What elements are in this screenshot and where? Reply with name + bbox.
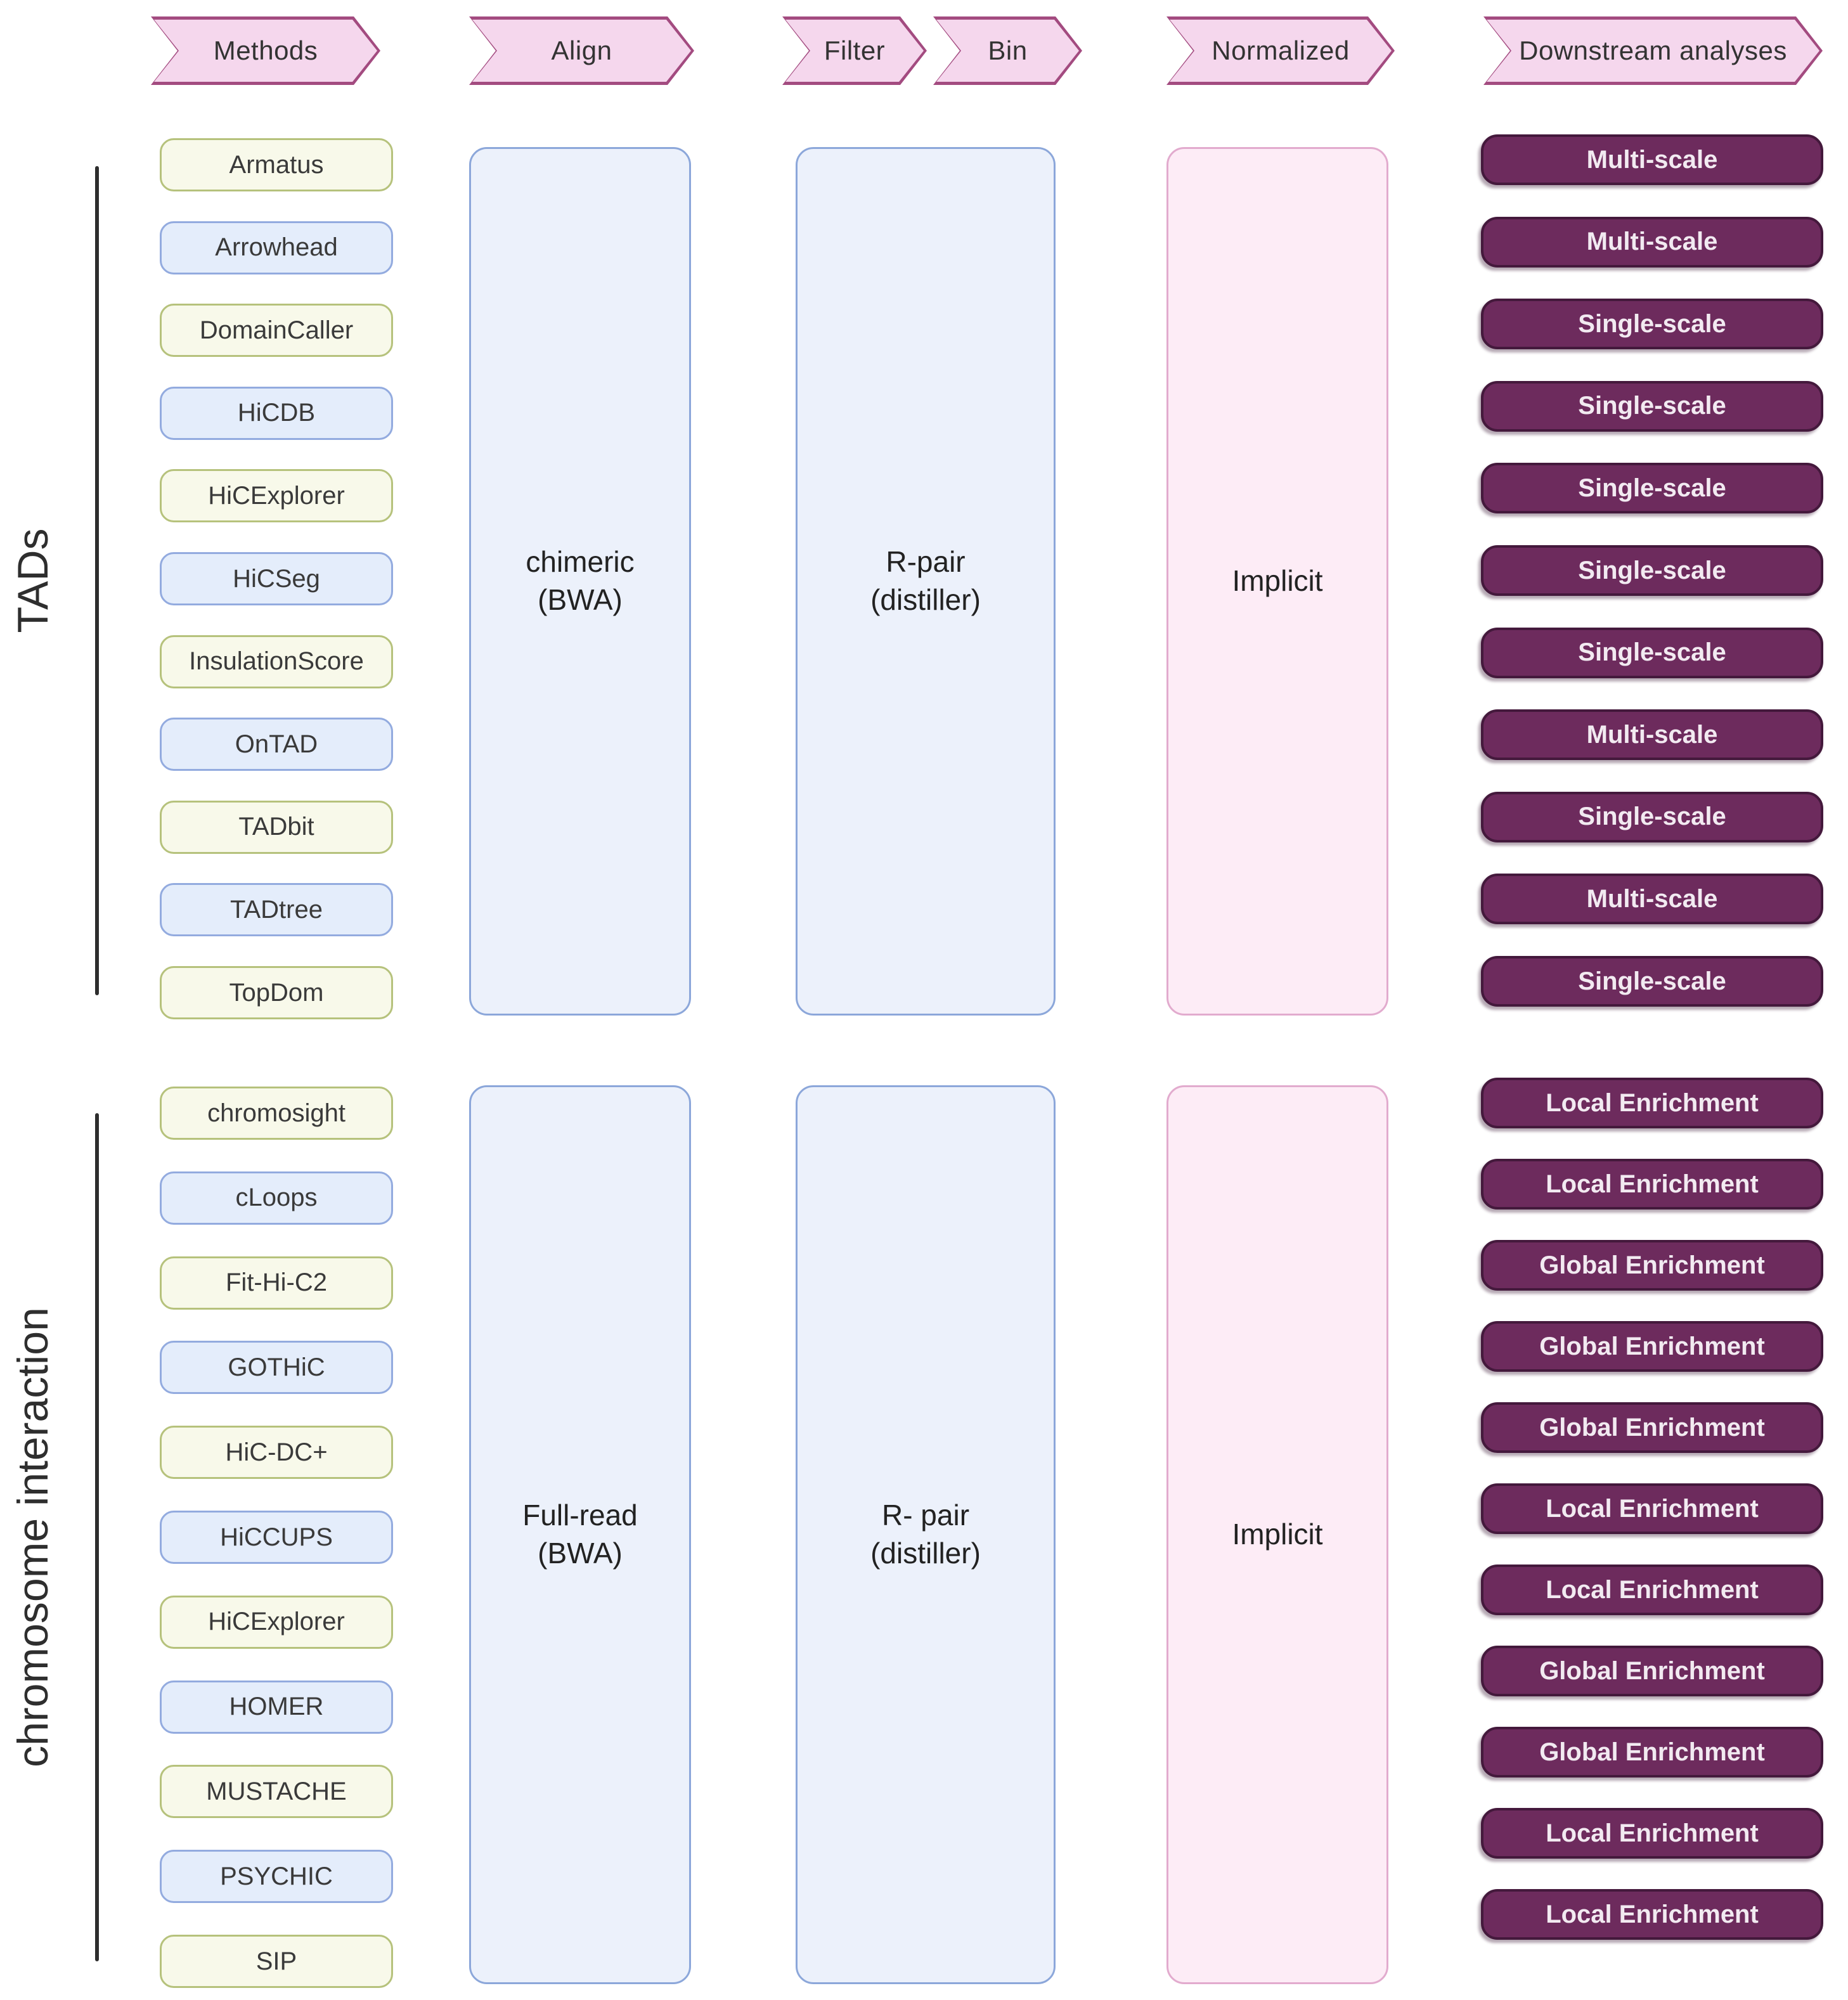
method-pill-hic-dc: HiC-DC+ <box>160 1426 393 1480</box>
method-pill-hicexplorer: HiCExplorer <box>160 1595 393 1649</box>
method-pill-hicexplorer: HiCExplorer <box>160 469 393 523</box>
step-arrow-bin: Bin <box>933 16 1082 85</box>
analysis-pill-fit-hi-c2: Global Enrichment <box>1481 1240 1823 1291</box>
step-label-filter: Filter <box>824 35 886 65</box>
step-arrow-methods: Methods <box>151 16 380 85</box>
method-pill-domaincaller: DomainCaller <box>160 304 393 358</box>
filter-bin-box-tads: R-pair (distiller) <box>796 147 1056 1016</box>
arrow-chevron-fill <box>1487 20 1819 82</box>
arrow-chevron-fill <box>154 20 377 82</box>
method-pill-homer: HOMER <box>160 1680 393 1734</box>
analysis-pill-cloops: Local Enrichment <box>1481 1159 1823 1210</box>
arrow-chevron-fill <box>472 20 691 82</box>
align-box-tads: chimeric (BWA) <box>469 147 691 1016</box>
analysis-pill-hic-dc: Global Enrichment <box>1481 1402 1823 1453</box>
align-box-chromosome-line2: (BWA) <box>538 1537 623 1570</box>
step-label-downstream-analyses: Downstream analyses <box>1519 35 1787 65</box>
analysis-pill-insulationscore: Single-scale <box>1481 627 1823 678</box>
step-label-bin: Bin <box>988 35 1028 65</box>
method-pill-tadbit: TADbit <box>160 800 393 854</box>
normalized-box-tads: Implicit <box>1166 147 1388 1016</box>
step-arrow-align: Align <box>469 16 694 85</box>
analysis-pill-psychic: Local Enrichment <box>1481 1808 1823 1859</box>
analysis-pill-tadtree: Multi-scale <box>1481 874 1823 925</box>
method-pill-gothic: GOTHiC <box>160 1341 393 1395</box>
section-label-tads: TADs <box>9 528 57 633</box>
align-box-chromosome-interaction: Full-read (BWA) <box>469 1085 691 1984</box>
normalized-box-tads-line1: Implicit <box>1232 564 1323 598</box>
method-pill-topdom: TopDom <box>160 966 393 1019</box>
step-arrow-downstream-analyses: Downstream analyses <box>1483 16 1823 85</box>
method-pill-hicseg: HiCSeg <box>160 552 393 605</box>
analysis-pill-topdom: Single-scale <box>1481 956 1823 1007</box>
align-box-tads-line1: chimeric <box>526 545 635 579</box>
method-pill-hiccups: HiCCUPS <box>160 1511 393 1564</box>
analysis-pill-hicdb: Single-scale <box>1481 380 1823 432</box>
analysis-pill-homer: Global Enrichment <box>1481 1646 1823 1696</box>
analysis-pill-hicexplorer: Single-scale <box>1481 463 1823 514</box>
filter-bin-box-chromosome-interaction: R- pair (distiller) <box>796 1085 1056 1984</box>
section-bracket-chromosome-interaction <box>95 1113 99 1961</box>
filter-bin-box-chromosome-line2: (distiller) <box>870 1537 981 1570</box>
method-pill-cloops: cLoops <box>160 1171 393 1225</box>
method-pill-mustache: MUSTACHE <box>160 1765 393 1819</box>
filter-bin-box-tads-line1: R-pair <box>886 545 966 579</box>
filter-bin-box-tads-line2: (distiller) <box>870 583 981 616</box>
step-label-methods: Methods <box>213 35 318 65</box>
analysis-pill-armatus: Multi-scale <box>1481 134 1823 185</box>
arrow-chevron-fill <box>1170 20 1392 82</box>
step-arrow-normalized: Normalized <box>1166 16 1395 85</box>
analysis-pill-domaincaller: Single-scale <box>1481 299 1823 350</box>
method-pill-chromosight: chromosight <box>160 1087 393 1140</box>
method-pill-hicdb: HiCDB <box>160 386 393 440</box>
method-pill-fit-hi-c2: Fit-Hi-C2 <box>160 1256 393 1310</box>
analysis-pill-sip: Local Enrichment <box>1481 1889 1823 1940</box>
analysis-pill-hiccups: Local Enrichment <box>1481 1483 1823 1534</box>
method-pill-ontad: OnTAD <box>160 718 393 771</box>
analysis-pill-gothic: Global Enrichment <box>1481 1321 1823 1372</box>
method-pill-insulationscore: InsulationScore <box>160 635 393 688</box>
analysis-pill-ontad: Multi-scale <box>1481 709 1823 761</box>
normalized-box-chromosome-interaction: Implicit <box>1166 1085 1388 1984</box>
step-label-normalized: Normalized <box>1212 35 1350 65</box>
section-bracket-tads <box>95 166 99 995</box>
step-label-align: Align <box>551 35 612 65</box>
method-pill-arrowhead: Arrowhead <box>160 221 393 274</box>
normalized-box-chromosome-line1: Implicit <box>1232 1518 1323 1551</box>
step-arrow-filter: Filter <box>782 16 927 85</box>
method-pill-psychic: PSYCHIC <box>160 1850 393 1904</box>
method-pill-tadtree: TADtree <box>160 883 393 937</box>
align-box-tads-line2: (BWA) <box>538 583 623 616</box>
analysis-pill-chromosight: Local Enrichment <box>1481 1078 1823 1128</box>
analysis-pill-hicexplorer: Local Enrichment <box>1481 1565 1823 1615</box>
method-pill-sip: SIP <box>160 1935 393 1988</box>
analysis-pill-mustache: Global Enrichment <box>1481 1727 1823 1777</box>
analysis-pill-tadbit: Single-scale <box>1481 791 1823 842</box>
filter-bin-box-chromosome-line1: R- pair <box>881 1499 970 1532</box>
analysis-pill-arrowhead: Multi-scale <box>1481 216 1823 268</box>
method-pill-armatus: Armatus <box>160 138 393 191</box>
align-box-chromosome-line1: Full-read <box>522 1499 638 1532</box>
section-label-chromosome-interaction: chromosome interaction <box>9 1307 57 1767</box>
analysis-pill-hicseg: Single-scale <box>1481 545 1823 596</box>
